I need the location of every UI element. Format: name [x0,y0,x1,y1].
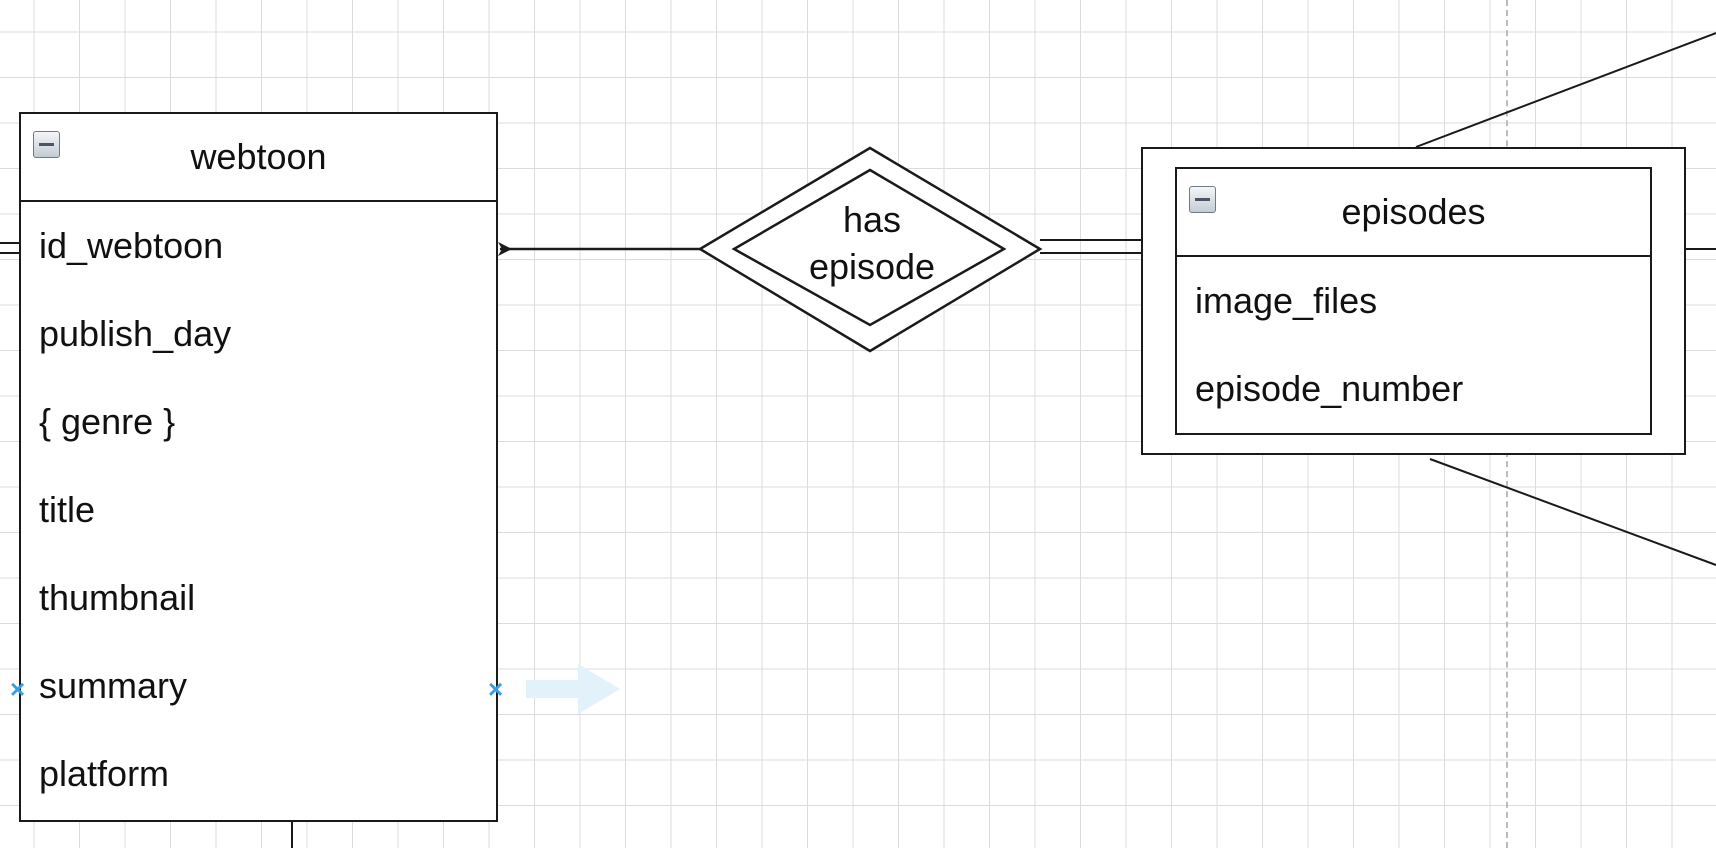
attribute-image-files[interactable]: image_files [1195,280,1378,321]
attribute-genre[interactable]: { genre } [39,401,176,442]
attribute-id-webtoon[interactable]: id_webtoon [39,225,224,266]
episodes-upper-connector[interactable] [1415,32,1716,148]
attribute-summary[interactable]: summary [39,665,188,706]
webtoon-header[interactable]: webtoon [21,114,496,202]
webtoon-title: webtoon [190,136,327,177]
connection-point-right-icon[interactable]: × [488,674,504,704]
attribute-thumbnail[interactable]: thumbnail [39,577,196,618]
connection-point-left-icon[interactable]: × [10,674,26,704]
webtoon-entity[interactable]: webtoon id_webtoon publish_day { genre }… [19,112,498,822]
collapse-icon[interactable] [1189,186,1216,213]
collapse-icon[interactable] [33,131,60,158]
episodes-title: episodes [1341,191,1486,232]
episodes-lower-connector[interactable] [1429,458,1716,566]
relationship-label-line1: has [842,199,902,240]
attribute-platform[interactable]: platform [39,753,170,794]
selection-drag-arrow[interactable] [526,664,620,714]
relationship-label: has episode [762,196,982,290]
episodes-header[interactable]: episodes [1177,169,1650,257]
attribute-publish-day[interactable]: publish_day [39,313,232,354]
relationship-label-line2: episode [808,246,936,287]
attribute-episode-number[interactable]: episode_number [1195,368,1464,409]
attribute-title[interactable]: title [39,489,96,530]
episodes-entity[interactable]: episodes image_files episode_number [1175,167,1652,435]
relationship-inner-diamond [731,168,1007,327]
